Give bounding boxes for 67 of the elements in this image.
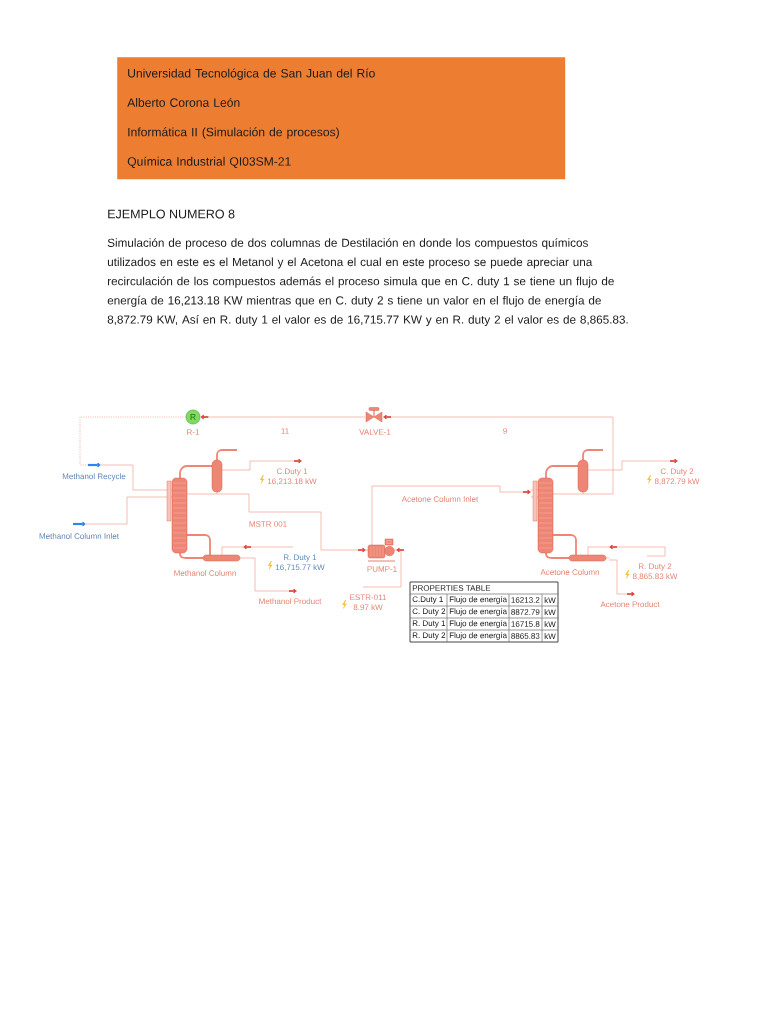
connector-line <box>85 496 166 525</box>
table-cell: R. Duty 1 <box>409 617 448 631</box>
table-cell: C.Duty 1 <box>409 593 448 607</box>
heading: EJEMPLO NUMERO 8 <box>108 209 235 219</box>
header-box <box>117 57 566 180</box>
table-header: PROPERTIES TABLE <box>409 581 559 595</box>
dotted-line <box>79 416 187 466</box>
table-cell: Flujo de energía <box>446 593 510 607</box>
table-cell: kW <box>541 593 559 607</box>
table-cell: Flujo de energía <box>446 629 510 643</box>
stream-name: R. Duty 2 <box>639 563 672 571</box>
stream-name: R. Duty 1 <box>284 554 317 562</box>
stream-label: Methanol Recycle <box>62 473 126 481</box>
valve-drawing <box>365 407 383 423</box>
flow-arrow <box>199 414 366 420</box>
pump-drawing <box>365 537 397 562</box>
connector-line <box>100 464 166 491</box>
flow-arrow <box>608 544 666 557</box>
flow-arrow <box>242 557 298 594</box>
duty-value: 16,213.18 kW <box>267 478 317 485</box>
author-name: Alberto Corona León <box>127 97 240 107</box>
equipment-label: R-1 <box>187 429 200 435</box>
institution-name: Universidad Tecnológica de San Juan del Río <box>128 68 375 80</box>
stream-label: Methanol Column Inlet <box>39 533 119 539</box>
flow-arrow <box>371 485 532 539</box>
equipment-label: Acetone Column <box>540 569 600 575</box>
flow-arrow <box>242 458 303 471</box>
equipment-label: Methanol Column <box>174 570 236 576</box>
equipment-label: VALVE-1 <box>359 429 391 435</box>
stream-label: Methanol Product <box>259 598 322 605</box>
table-cell: R. Duty 2 <box>409 629 448 643</box>
flow-arrow <box>608 458 679 471</box>
flow-arrow <box>608 559 636 597</box>
feed-arrow <box>88 462 101 468</box>
table-cell: 8865.83 <box>508 629 543 643</box>
table-cell: kW <box>541 605 559 619</box>
table-cell: kW <box>541 629 559 643</box>
flow-arrow <box>382 414 614 495</box>
table-cell: kW <box>541 617 559 631</box>
flow-arrow <box>242 544 294 550</box>
equipment-label: PUMP-1 <box>367 566 397 572</box>
stream-name: ESTR-011 <box>350 594 386 601</box>
stream-label: Acetone Product <box>600 601 660 608</box>
duty-value: 16,715.77 kW <box>275 564 325 572</box>
body-paragraph: Simulación de proceso de dos columnas de Destilación en donde los compuestos químicos utilizados en este es el Metanol y el Acetona el cual en este proceso se puede apreciar una recirculación de los compuestos además el proceso simula que en C. duty 1 se tiene un flujo de energía de 16,213.18 KW mientras que en C. duty 2 s tiene un valor en el flujo de energía de 8,872.79 KW, Así en R. duty 1 el valor es de 16,715.77 KW y en R. duty 2 el valor es de 8,865.83. <box>107 238 628 327</box>
edge-label: 11 <box>280 427 290 435</box>
distillation-column-drawing <box>164 449 244 562</box>
duty-value: 8.97 kW <box>353 604 383 611</box>
table-cell: Flujo de energía <box>446 617 510 631</box>
edge-label: Acetone Column Inlet <box>401 495 479 503</box>
duty-value: 8,872.79 kW <box>654 478 700 485</box>
feed-arrow <box>73 521 86 527</box>
flow-arrow <box>242 493 367 553</box>
duty-value: 8,865.83 kW <box>632 573 678 580</box>
stream-name: C. Duty 2 <box>660 468 694 476</box>
stream-name: C.Duty 1 <box>276 468 308 476</box>
table-cell: 16213.2 <box>508 593 543 607</box>
course-name: Informática II (Simulación de procesos) <box>128 127 339 139</box>
edge-label: 9 <box>502 427 508 435</box>
edge-label: MSTR 001 <box>248 520 288 528</box>
table-cell: Flujo de energía <box>446 605 510 619</box>
table-cell: 8872.79 <box>508 605 543 619</box>
flow-arrow <box>362 547 405 588</box>
table-cell: C. Duty 2 <box>409 605 448 619</box>
table-cell: 16715.8 <box>508 617 543 631</box>
program-name: Química Industrial QI03SM-21 <box>127 156 291 168</box>
distillation-column-drawing <box>530 449 610 562</box>
